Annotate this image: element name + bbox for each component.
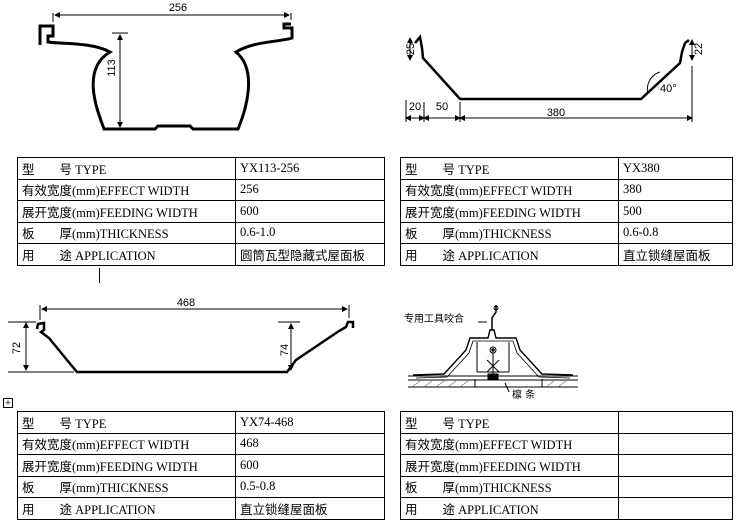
p1-width-label: 256 — [169, 2, 187, 14]
label-cell: 有效宽度(mm)EFFECT WIDTH — [17, 178, 236, 201]
value-cell: 600 — [235, 454, 385, 477]
p2-angle-label: 40° — [660, 83, 677, 95]
text-cursor — [99, 268, 100, 283]
table-row: 板 厚(mm)THICKNESS 0.6-1.0 板 厚(mm)THICKNES… — [17, 221, 733, 244]
p3-left-height-label: 72 — [11, 342, 23, 354]
spec-table-bottom: 型 号 TYPE YX74-468 型 号 TYPE 有效宽度(mm)EFFEC… — [17, 411, 733, 520]
value-cell: YX380 — [618, 157, 733, 180]
value-cell — [618, 432, 733, 455]
table-row: 有效宽度(mm)EFFECT WIDTH 468 有效宽度(mm)EFFECT … — [17, 432, 733, 455]
purlin-label: 檩 条 — [512, 388, 535, 401]
label-cell: 展开宽度(mm)FEEDING WIDTH — [400, 454, 619, 477]
label-cell: 用 途 APPLICATION — [400, 243, 619, 266]
p2-slope-width-label: 50 — [436, 101, 448, 113]
table-row: 有效宽度(mm)EFFECT WIDTH 256 有效宽度(mm)EFFECT … — [17, 178, 733, 201]
label-cell: 用 途 APPLICATION — [17, 497, 236, 520]
p2-pan-width-label: 380 — [547, 107, 565, 119]
value-cell: YX113-256 — [235, 157, 385, 180]
value-cell: 600 — [235, 200, 385, 223]
label-cell: 板 厚(mm)THICKNESS — [17, 221, 236, 244]
label-cell: 有效宽度(mm)EFFECT WIDTH — [400, 432, 619, 455]
label-cell: 用 途 APPLICATION — [17, 243, 236, 266]
value-cell: 500 — [618, 200, 733, 223]
p2-flange-width-label: 20 — [409, 101, 421, 113]
value-cell: 圆筒瓦型隐藏式屋面板 — [235, 243, 385, 266]
table-row: 用 途 APPLICATION 直立锁缝屋面板 用 途 APPLICATION — [17, 497, 733, 520]
label-cell: 展开宽度(mm)FEEDING WIDTH — [400, 200, 619, 223]
value-cell: 0.6-0.8 — [618, 221, 733, 244]
value-cell — [618, 411, 733, 434]
value-cell: YX74-468 — [235, 411, 385, 434]
value-cell: 0.5-0.8 — [235, 475, 385, 498]
label-cell: 板 厚(mm)THICKNESS — [400, 475, 619, 498]
value-cell: 直立锁缝屋面板 — [618, 243, 733, 266]
label-cell: 用 途 APPLICATION — [400, 497, 619, 520]
table-row: 用 途 APPLICATION 圆筒瓦型隐藏式屋面板 用 途 APPLICATI… — [17, 243, 733, 266]
table-row: 展开宽度(mm)FEEDING WIDTH 600 展开宽度(mm)FEEDIN… — [17, 454, 733, 477]
purlin-hatch — [411, 380, 567, 388]
table-row: 型 号 TYPE YX74-468 型 号 TYPE — [17, 411, 733, 434]
p1-height-label: 113 — [106, 59, 118, 77]
profile-yx113-256 — [38, 22, 294, 131]
tool-seam-label: 专用工具咬合 — [404, 312, 464, 325]
profile-yx74-468 — [35, 320, 355, 374]
spec-table-top: 型 号 TYPE YX113-256 型 号 TYPE YX380 有效宽度(m… — [17, 157, 733, 266]
label-cell: 型 号 TYPE — [400, 411, 619, 434]
label-cell: 有效宽度(mm)EFFECT WIDTH — [17, 432, 236, 455]
value-cell: 直立锁缝屋面板 — [235, 497, 385, 520]
value-cell: 0.6-1.0 — [235, 221, 385, 244]
label-cell: 有效宽度(mm)EFFECT WIDTH — [400, 178, 619, 201]
value-cell — [618, 454, 733, 477]
value-cell: 468 — [235, 432, 385, 455]
value-cell — [618, 497, 733, 520]
p3-width-label: 468 — [177, 297, 195, 309]
value-cell: 380 — [618, 178, 733, 201]
label-cell: 型 号 TYPE — [400, 157, 619, 180]
value-cell — [618, 475, 733, 498]
label-cell: 展开宽度(mm)FEEDING WIDTH — [17, 200, 236, 223]
label-cell: 展开宽度(mm)FEEDING WIDTH — [17, 454, 236, 477]
p3-right-height-label: 74 — [279, 344, 291, 356]
value-cell: 256 — [235, 178, 385, 201]
table-row: 型 号 TYPE YX113-256 型 号 TYPE YX380 — [17, 157, 733, 180]
table-move-handle-icon[interactable]: + — [3, 398, 13, 408]
label-cell: 型 号 TYPE — [17, 157, 236, 180]
label-cell: 型 号 TYPE — [17, 411, 236, 434]
label-cell: 板 厚(mm)THICKNESS — [400, 221, 619, 244]
profile-yx380 — [414, 34, 690, 101]
p2-left-height-label: 25 — [405, 43, 417, 55]
label-cell: 板 厚(mm)THICKNESS — [17, 475, 236, 498]
table-row: 展开宽度(mm)FEEDING WIDTH 600 展开宽度(mm)FEEDIN… — [17, 200, 733, 223]
p2-right-height-label: 22 — [693, 43, 705, 55]
table-row: 板 厚(mm)THICKNESS 0.5-0.8 板 厚(mm)THICKNES… — [17, 475, 733, 498]
